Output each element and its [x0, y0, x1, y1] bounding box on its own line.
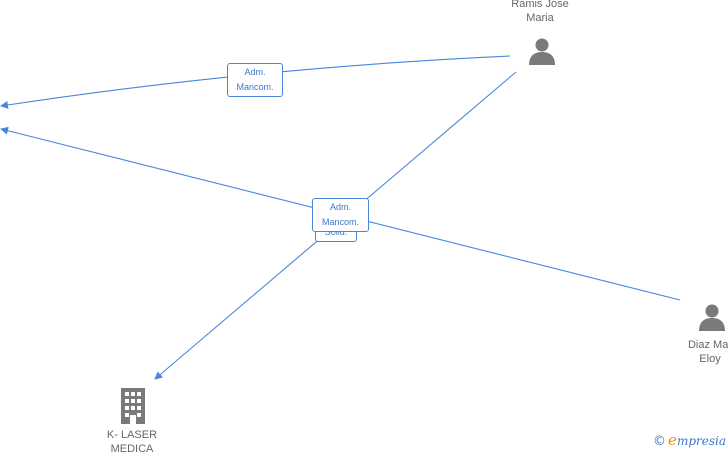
node-name-line2: MEDICA [110, 443, 154, 455]
node-label-ramis-jose-maria[interactable]: Ramis Jose Maria [490, 0, 590, 25]
node-label-diaz-mar-eloy[interactable]: Diaz Mar Eloy [672, 338, 728, 366]
node-name-line2: Eloy [699, 353, 721, 365]
node-name-line1: K- LASER [106, 429, 158, 441]
node-name-line2: Maria [526, 12, 554, 24]
edge-badge-adm-mancom-top[interactable]: Adm. Mancom. [227, 63, 283, 97]
brand-initial: e [668, 431, 677, 449]
edge-badge-adm-mancom-center[interactable]: Adm. Mancom. [312, 198, 369, 232]
person-icon[interactable] [697, 302, 727, 332]
badge-line2: Mancom. [236, 82, 274, 92]
person-icon[interactable] [527, 36, 557, 66]
empresia-watermark: ©empresia [653, 431, 726, 449]
building-icon[interactable] [118, 388, 148, 424]
copyright-symbol: © [653, 434, 667, 449]
node-name-line1: Diaz Mar [687, 339, 728, 351]
badge-line1: Adm. [329, 202, 351, 212]
node-name-line1: Ramis Jose [511, 0, 569, 10]
node-label-k-laser-medica[interactable]: K- LASER MEDICA [82, 428, 182, 456]
brand-rest: mpresia [676, 434, 726, 448]
badge-line1: Adm. [244, 67, 266, 77]
badge-line1: Solid. [324, 227, 348, 237]
badge-line2: Mancom. [321, 217, 359, 227]
